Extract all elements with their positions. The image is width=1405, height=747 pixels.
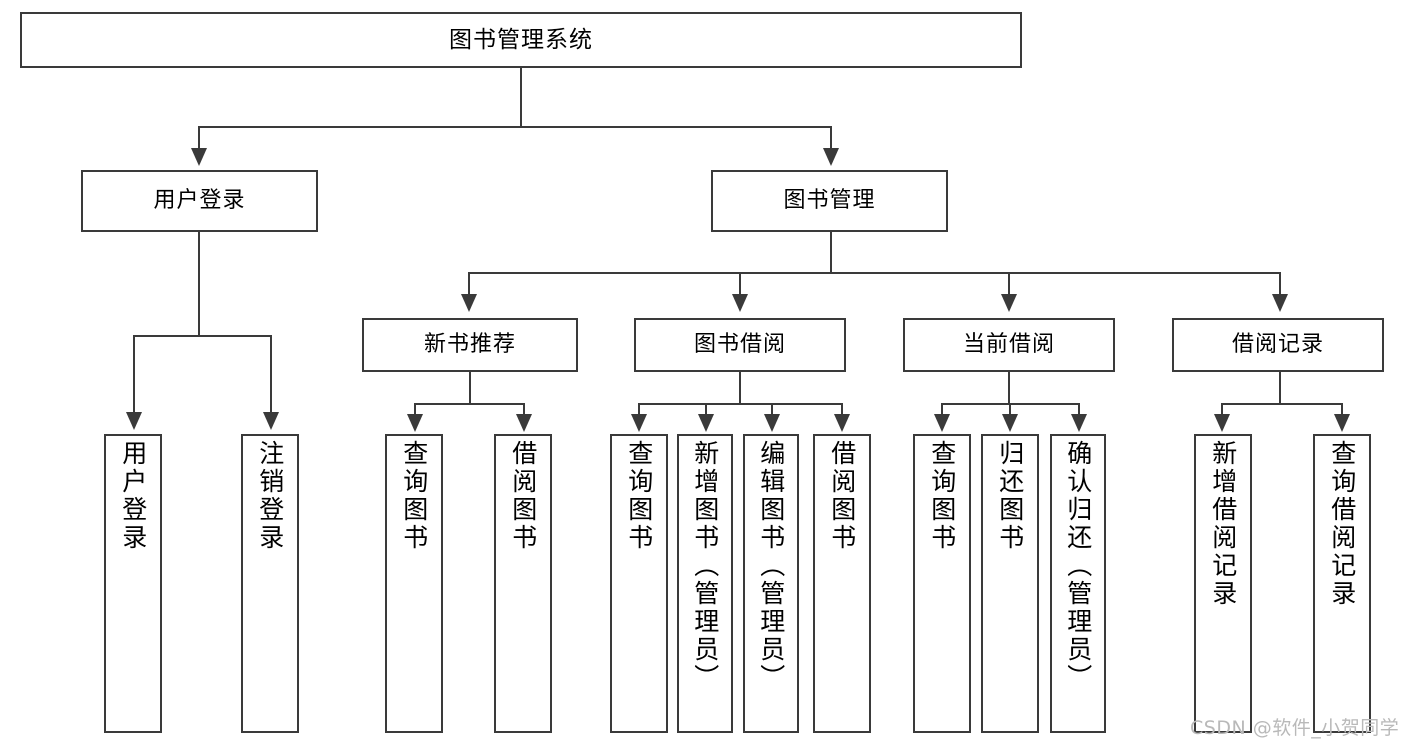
connector-drop-cb-leaf-1 [941, 403, 943, 415]
arrow-to-new-book-recommend [461, 294, 477, 312]
connector-new-book-recommend-bus [414, 403, 525, 405]
node-label: 图书借阅 [693, 332, 786, 357]
arrow-to-cb-leaf-2 [1002, 414, 1018, 432]
connector-drop-leaf-logout [270, 335, 272, 413]
arrow-to-book-management [823, 148, 839, 166]
arrow-to-book-borrow [732, 294, 748, 312]
leaf-label: 查询图书 [399, 440, 429, 552]
leaf-label: 借阅图书 [827, 440, 857, 552]
node-label: 新书推荐 [423, 332, 516, 357]
connector-drop-cb-leaf-3 [1078, 403, 1080, 415]
leaf-bb-borrow-book[interactable]: 借阅图书 [813, 434, 871, 733]
connector-drop-borrow-record [1279, 272, 1281, 296]
node-root-book-management-system[interactable]: 图书管理系统 [20, 12, 1022, 68]
leaf-label: 查询图书 [927, 440, 957, 552]
connector-user-login-bus [133, 335, 271, 337]
arrow-to-leaf-logout [263, 412, 279, 430]
leaf-bb-edit-book-admin[interactable]: 编辑图书（管理员） [743, 434, 799, 733]
node-user-login[interactable]: 用户登录 [81, 170, 318, 232]
connector-new-book-recommend-stem [469, 372, 471, 404]
connector-drop-book-management [830, 126, 832, 150]
leaf-label: 归还图书 [995, 440, 1025, 552]
connector-level2-bus [198, 126, 832, 128]
node-label: 用户登录 [153, 188, 246, 213]
node-book-management[interactable]: 图书管理 [711, 170, 948, 232]
arrow-to-nbr-leaf-1 [407, 414, 423, 432]
leaf-user-login[interactable]: 用户登录 [104, 434, 162, 733]
connector-root-stem [520, 68, 522, 127]
arrow-to-current-borrow [1001, 294, 1017, 312]
arrow-to-user-login [191, 148, 207, 166]
connector-borrow-record-bus [1221, 403, 1343, 405]
leaf-label: 编辑图书（管理员） [756, 440, 786, 692]
arrow-to-leaf-user-login [126, 412, 142, 430]
arrow-to-bb-leaf-2 [698, 414, 714, 432]
arrow-to-bb-leaf-3 [764, 414, 780, 432]
arrow-to-cb-leaf-1 [934, 414, 950, 432]
connector-borrow-record-stem [1279, 372, 1281, 404]
node-book-borrow[interactable]: 图书借阅 [634, 318, 846, 372]
connector-book-borrow-stem [739, 372, 741, 404]
node-new-book-recommend[interactable]: 新书推荐 [362, 318, 578, 372]
connector-drop-new-book-recommend [468, 272, 470, 296]
arrow-to-nbr-leaf-2 [516, 414, 532, 432]
leaf-bb-add-book-admin[interactable]: 新增图书（管理员） [677, 434, 733, 733]
leaf-label: 查询借阅记录 [1327, 440, 1357, 608]
connector-drop-bb-leaf-1 [638, 403, 640, 415]
connector-drop-current-borrow [1008, 272, 1010, 296]
node-label: 当前借阅 [962, 332, 1055, 357]
leaf-label: 新增借阅记录 [1208, 440, 1238, 608]
leaf-logout-login[interactable]: 注销登录 [241, 434, 299, 733]
node-label: 图书管理 [783, 188, 876, 213]
arrow-to-borrow-record [1272, 294, 1288, 312]
connector-drop-cb-leaf-2 [1009, 403, 1011, 415]
connector-drop-bb-leaf-3 [771, 403, 773, 415]
leaf-label: 确认归还（管理员） [1063, 440, 1093, 692]
leaf-label: 借阅图书 [508, 440, 538, 552]
arrow-to-br-leaf-1 [1214, 414, 1230, 432]
connector-drop-nbr-leaf-1 [414, 403, 416, 415]
connector-drop-bb-leaf-2 [705, 403, 707, 415]
leaf-cb-return-book[interactable]: 归还图书 [981, 434, 1039, 733]
leaf-br-add-record[interactable]: 新增借阅记录 [1194, 434, 1252, 733]
arrow-to-cb-leaf-3 [1071, 414, 1087, 432]
connector-level3-bus [468, 272, 1279, 274]
connector-drop-br-leaf-1 [1221, 403, 1223, 415]
connector-book-borrow-bus [638, 403, 843, 405]
connector-drop-br-leaf-2 [1341, 403, 1343, 415]
connector-drop-book-borrow [739, 272, 741, 296]
leaf-bb-query-book[interactable]: 查询图书 [610, 434, 668, 733]
node-borrow-record[interactable]: 借阅记录 [1172, 318, 1384, 372]
arrow-to-br-leaf-2 [1334, 414, 1350, 432]
arrow-to-bb-leaf-4 [834, 414, 850, 432]
leaf-cb-confirm-return-admin[interactable]: 确认归还（管理员） [1050, 434, 1106, 733]
leaf-label: 用户登录 [118, 440, 148, 552]
connector-drop-user-login [198, 126, 200, 150]
leaf-label: 查询图书 [624, 440, 654, 552]
connector-drop-leaf-user-login [133, 335, 135, 413]
node-label: 借阅记录 [1231, 332, 1324, 357]
connector-drop-bb-leaf-4 [841, 403, 843, 415]
connector-book-management-stem [830, 232, 832, 273]
arrow-to-bb-leaf-1 [631, 414, 647, 432]
leaf-label: 新增图书（管理员） [690, 440, 720, 692]
node-current-borrow[interactable]: 当前借阅 [903, 318, 1115, 372]
leaf-nbr-borrow-book[interactable]: 借阅图书 [494, 434, 552, 733]
connector-current-borrow-stem [1008, 372, 1010, 404]
leaf-br-query-record[interactable]: 查询借阅记录 [1313, 434, 1371, 733]
connector-drop-nbr-leaf-2 [523, 403, 525, 415]
connector-user-login-stem [198, 232, 200, 336]
leaf-nbr-query-book[interactable]: 查询图书 [385, 434, 443, 733]
leaf-label: 注销登录 [255, 440, 285, 552]
leaf-cb-query-book[interactable]: 查询图书 [913, 434, 971, 733]
node-label: 图书管理系统 [449, 26, 593, 53]
csdn-watermark: CSDN @软件_小贺同学 [1190, 717, 1400, 739]
